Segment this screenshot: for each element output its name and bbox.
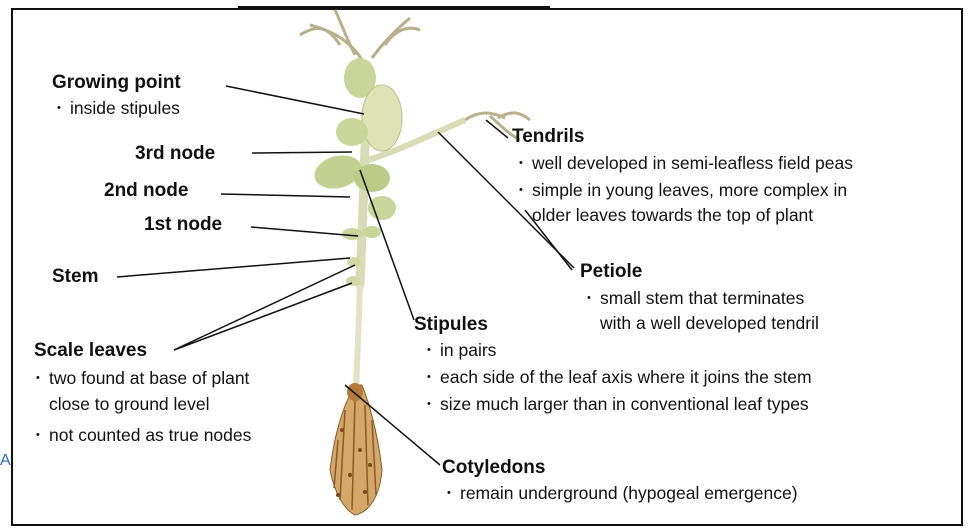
second-node-leader — [221, 194, 350, 197]
petiole-bullet: small stem that terminates — [600, 290, 804, 308]
stipules-bullet-2: each side of the leaf axis where it join… — [440, 369, 812, 387]
tendrils-continuation: older leaves towards the top of plant — [532, 207, 813, 225]
cotyledons-title: Cotyledons — [442, 458, 545, 477]
stipules-bullet-1: in pairs — [440, 342, 496, 360]
scale-leaves-continuation: close to ground level — [49, 396, 210, 414]
growing-point-leader — [226, 86, 364, 114]
scale-leaves-title: Scale leaves — [34, 341, 147, 360]
second-node-title: 2nd node — [104, 181, 188, 200]
stipules-title: Stipules — [414, 315, 488, 334]
growing-point-title: Growing point — [52, 73, 181, 92]
scale-leaves-bullet-1: two found at base of plant — [49, 370, 249, 388]
stipules-bullet-3: size much larger than in conventional le… — [440, 396, 809, 414]
tendrils-bullet-2: simple in young leaves, more complex in — [532, 182, 847, 200]
tendrils-bullet-1: well developed in semi-leafless field pe… — [532, 155, 853, 173]
stipules-leader — [360, 170, 414, 320]
third-node-title: 3rd node — [135, 144, 215, 163]
growing-point-bullet: inside stipules — [70, 100, 180, 118]
stem-title: Stem — [52, 267, 98, 286]
stem-leader — [117, 258, 350, 277]
first-node-title: 1st node — [144, 215, 222, 234]
petiole-continuation: with a well developed tendril — [600, 315, 819, 333]
first-node-leader — [251, 227, 358, 236]
scale-leaf-leader-2 — [174, 283, 352, 350]
tendrils-leader — [486, 120, 508, 138]
petiole-title: Petiole — [580, 262, 642, 281]
cotyledons-leader — [345, 385, 440, 465]
cotyledons-bullet: remain underground (hypogeal emergence) — [460, 485, 798, 503]
tendrils-title: Tendrils — [512, 127, 585, 146]
third-node-leader — [252, 152, 352, 153]
scale-leaves-bullet-2: not counted as true nodes — [49, 427, 251, 445]
edge-letter-mark: A — [0, 452, 11, 470]
scale-leaf-leader-1 — [174, 265, 355, 350]
